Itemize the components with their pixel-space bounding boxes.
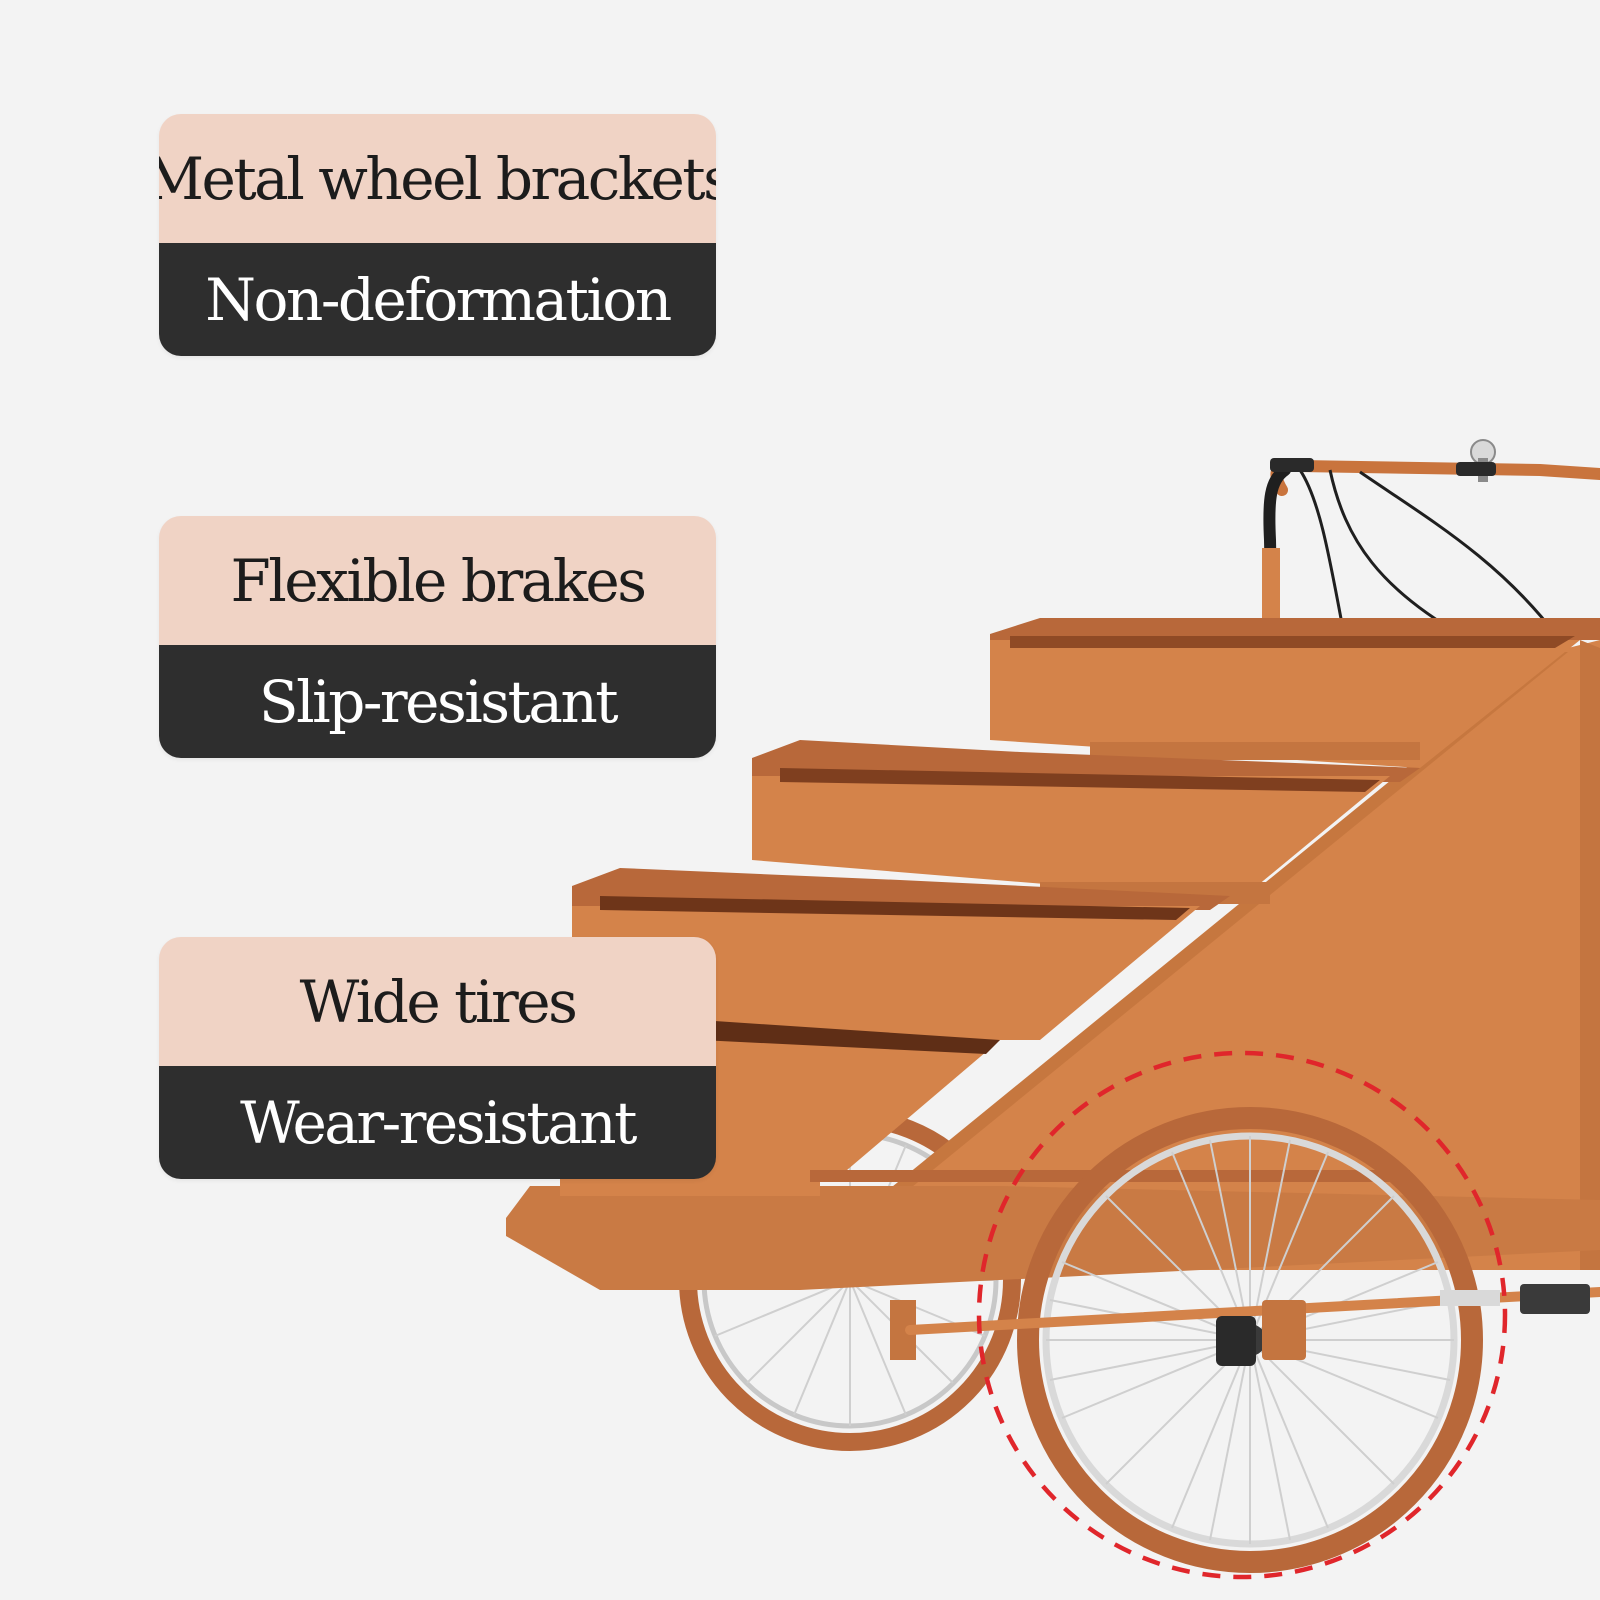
badge-subtitle: Wear-resistant	[159, 1066, 716, 1179]
cargo-body	[800, 640, 1600, 1270]
feature-badge-wheel-brackets: Metal wheel brackets Non-deformation	[159, 114, 716, 356]
feature-badge-brakes: Flexible brakes Slip-resistant	[159, 516, 716, 758]
badge-title: Wide tires	[159, 937, 716, 1066]
dashed-highlight-circle	[976, 1050, 1508, 1580]
drawer-bottom	[572, 868, 1230, 1040]
badge-title: Metal wheel brackets	[159, 114, 716, 243]
badge-title: Flexible brakes	[159, 516, 716, 645]
drawer-lowest	[700, 1020, 1000, 1176]
badge-subtitle: Slip-resistant	[159, 645, 716, 758]
badge-subtitle: Non-deformation	[159, 243, 716, 356]
handlebar	[1262, 439, 1600, 648]
frame-rail	[905, 1284, 1600, 1366]
feature-badge-tires: Wide tires Wear-resistant	[159, 937, 716, 1179]
drawer-top	[990, 618, 1600, 768]
